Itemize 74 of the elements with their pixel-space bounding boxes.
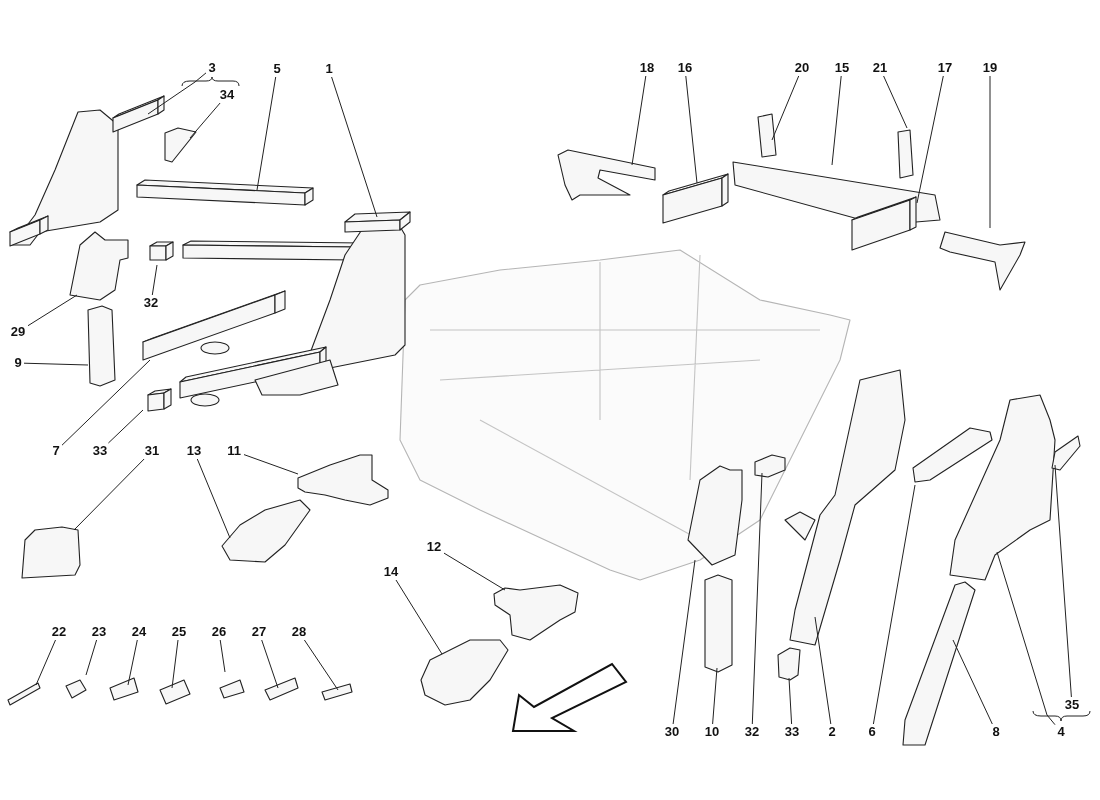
callout-number: 34 [218,87,236,103]
callout-number: 7 [51,443,61,459]
callout-number: 2 [827,724,837,740]
callout-number: 32 [142,295,160,311]
callout-number: 8 [991,724,1001,740]
callout-number: 22 [50,624,68,640]
callout-number: 3 [207,60,217,76]
leader-line [61,359,151,446]
leader-line [751,472,763,725]
leader-line [788,677,793,725]
leader-line [147,72,240,115]
callout-number: 4 [1056,724,1066,740]
callout-number: 35 [1063,697,1081,713]
leader-line [831,75,842,166]
callout-number: 31 [143,443,161,459]
callout-number: 13 [185,443,203,459]
callout-number: 26 [210,624,228,640]
leader-line [261,639,279,689]
leader-line [395,579,443,655]
leader-line [35,639,56,686]
leader-line [916,75,944,204]
callout-number: 23 [90,624,108,640]
callout-number: 20 [793,60,811,76]
callout-number: 25 [170,624,188,640]
leader-line [883,75,908,129]
callout-number: 33 [783,724,801,740]
callout-number: 1 [324,61,334,77]
leader-line [27,294,78,327]
callout-number: 30 [663,724,681,740]
leader-line [1054,464,1072,698]
leader-line [814,616,832,725]
callout-number: 33 [91,443,109,459]
callout-number: 21 [871,60,889,76]
callout-number: 19 [981,60,999,76]
leader-line [771,75,800,141]
callout-number: 27 [250,624,268,640]
callout-number: 28 [290,624,308,640]
callout-number: 17 [936,60,954,76]
leader-line [443,552,506,591]
callout-number: 10 [703,724,721,740]
callout-number: 32 [743,724,761,740]
leader-line [872,484,916,725]
leader-line [331,76,378,218]
callout-number: 11 [226,443,242,459]
leader-line [243,454,299,475]
leader-line [151,264,158,296]
leader-line [303,639,339,691]
leader-line [219,639,226,673]
leader-line [952,639,993,725]
leader-line [989,75,991,229]
leader-line [23,362,89,366]
callout-number: 24 [130,624,148,640]
leader-line [996,551,1091,726]
leader-line [256,76,277,191]
leader-line [171,639,179,689]
callout-number: 5 [272,61,282,77]
leader-line [196,458,231,539]
leader-line [73,458,145,531]
leader-line [685,75,698,184]
callout-number: 29 [9,324,27,340]
callout-number: 6 [867,724,877,740]
leader-line [85,639,98,676]
callout-number: 14 [382,564,400,580]
leader-line [189,102,221,139]
leader-line [107,409,144,444]
leader-line [127,639,138,686]
callout-number: 12 [425,539,443,555]
callout-number: 15 [833,60,851,76]
callout-number: 9 [13,355,23,371]
callout-number: 18 [638,60,656,76]
callout-number: 16 [676,60,694,76]
leader-line [712,667,718,725]
leader-line [631,75,647,166]
leader-line [672,559,696,725]
